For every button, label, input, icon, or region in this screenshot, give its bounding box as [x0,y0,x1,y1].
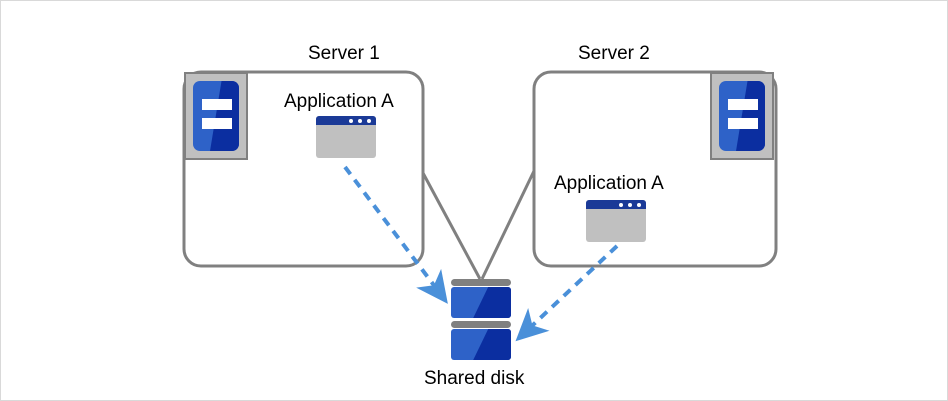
server-host-icon [710,72,774,160]
app-icon-titlebar [586,200,646,209]
host-icon-shade [210,81,239,151]
host-icon-bar-bottom [202,118,232,129]
app-icon-dot [619,202,623,207]
server-2-application-label: Application A [554,173,664,194]
disk-slab-shade [473,329,511,360]
server-2-title: Server 2 [578,43,650,64]
shared-disk-label: Shared disk [424,368,525,389]
link-server2-to-disk [480,170,536,280]
application-window-icon [316,116,376,158]
app-icon-dot [637,202,641,207]
link-server1-to-disk [421,172,482,280]
access-arrow-server1 [343,165,448,304]
server-1-application-label: Application A [284,91,394,112]
access-arrow-server2 [515,244,619,342]
disk-slab [451,287,511,318]
host-icon-bar-top [728,99,758,110]
application-window-icon [586,200,646,242]
disk-slab [451,329,511,360]
app-icon-dot [349,118,353,123]
host-icon-shade [736,81,765,151]
host-icon-bar-top [202,99,232,110]
host-icon-bar-bottom [728,118,758,129]
app-icon-titlebar [316,116,376,125]
host-icon-body [193,81,239,151]
disk-cap [451,321,511,328]
host-icon-body [719,81,765,151]
server-1-title: Server 1 [308,43,380,64]
disk-cap [451,279,511,286]
app-icon-dot [358,118,362,123]
server-host-icon [184,72,248,160]
shared-disk-icon [451,279,511,361]
app-icon-dot [367,118,371,123]
app-icon-dot [628,202,632,207]
disk-slab-shade [473,287,511,318]
